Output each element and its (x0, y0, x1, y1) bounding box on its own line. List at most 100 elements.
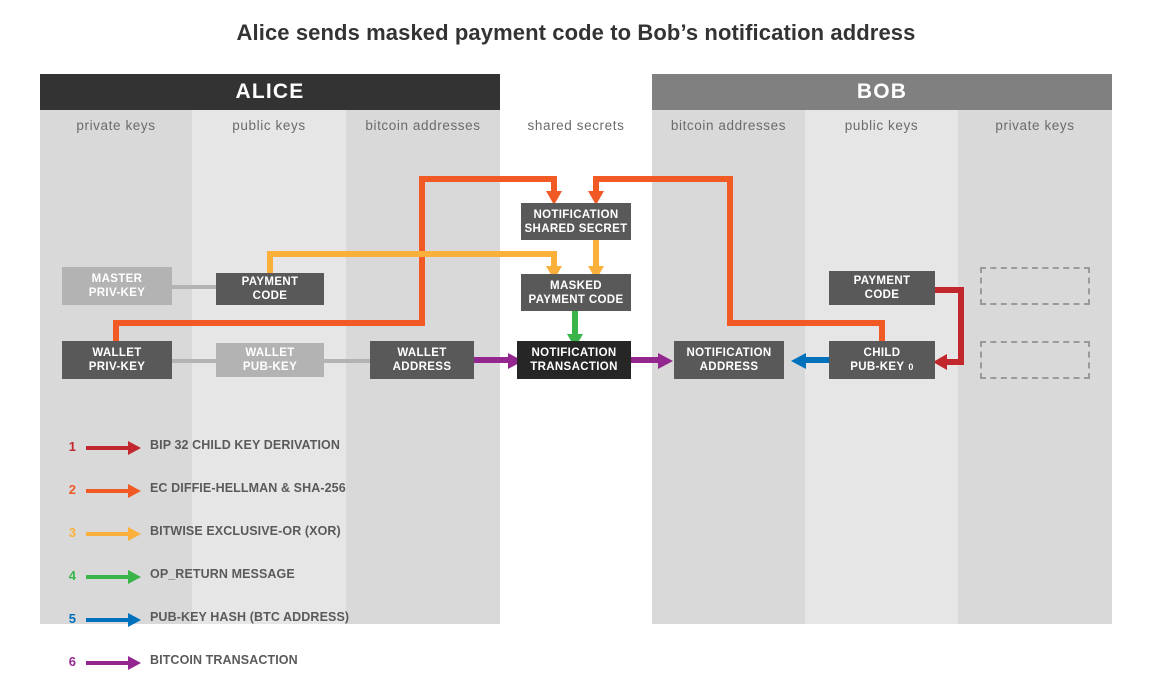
legend-line-icon (86, 618, 128, 622)
legend-line-icon (86, 575, 128, 579)
legend-arrowhead-icon (128, 484, 141, 498)
column-label-bob-private-keys: private keys (995, 118, 1075, 133)
green-seg-v (572, 310, 578, 337)
legend-label: OP_RETURN MESSAGE (150, 567, 295, 581)
node-bob-private-key-placeholder-top (980, 267, 1090, 305)
orange-left-seg-h (113, 320, 425, 326)
blue-seg-h (805, 357, 833, 363)
node-line2: CODE (252, 290, 288, 302)
node-line2: TRANSACTION (530, 361, 618, 373)
node-line2: CODE (864, 289, 900, 301)
node-notification-shared-secret[interactable]: NOTIFICATION SHARED SECRET (521, 203, 631, 240)
legend-arrowhead-icon (128, 527, 141, 541)
yellow-seg-v-stub (267, 251, 273, 274)
party-label-alice: ALICE (235, 80, 305, 103)
orange-right-seg-h-low (727, 320, 885, 326)
node-alice-payment-code[interactable]: PAYMENT CODE (216, 273, 324, 305)
node-subscript: 0 (908, 362, 914, 372)
party-header-bob: BOB (652, 74, 1112, 110)
legend-label: PUB-KEY HASH (BTC ADDRESS) (150, 610, 350, 624)
legend-line-icon (86, 532, 128, 536)
node-line1: PAYMENT (241, 276, 299, 288)
legend-number: 2 (68, 482, 76, 497)
red-seg-h-top (932, 287, 964, 293)
column-label-alice-public-keys: public keys (232, 118, 306, 133)
node-line1: WALLET (245, 347, 295, 359)
node-bob-payment-code[interactable]: PAYMENT CODE (829, 271, 935, 305)
red-seg-v (958, 287, 964, 362)
connector-wallet-pub-to-address (318, 359, 374, 363)
node-line1: NOTIFICATION (533, 208, 619, 221)
party-label-bob: BOB (856, 80, 908, 103)
purple-arrowhead-into-notification-address (658, 353, 673, 369)
connector-master-to-payment-code (170, 285, 218, 289)
node-alice-wallet-priv-key[interactable]: WALLET PRIV-KEY (62, 341, 172, 379)
purple-seg-h-tx-to-address (630, 357, 662, 363)
node-line1: MASKED (550, 279, 602, 292)
diagram-canvas: Alice sends masked payment code to Bob’s… (40, 20, 1112, 670)
node-alice-wallet-pub-key[interactable]: WALLET PUB-KEY (216, 343, 324, 377)
legend-number: 1 (68, 439, 76, 454)
orange-right-seg-v-stub (879, 320, 885, 345)
yellow-seg-v-down (551, 251, 557, 268)
node-line1: PAYMENT (853, 275, 911, 287)
legend-line-icon (86, 661, 128, 665)
column-label-alice-private-keys: private keys (76, 118, 156, 133)
legend-line-icon (86, 489, 128, 493)
node-line2: ADDRESS (392, 361, 452, 373)
yellow-seg-h (267, 251, 557, 257)
node-bob-notification-address[interactable]: NOTIFICATION ADDRESS (674, 341, 784, 379)
red-seg-h-bottom (947, 359, 964, 365)
column-label-shared-secrets: shared secrets (527, 118, 625, 133)
legend-label: BITCOIN TRANSACTION (150, 653, 298, 667)
page-title: Alice sends masked payment code to Bob’s… (236, 20, 916, 45)
legend-number: 5 (68, 611, 76, 626)
orange-left-seg-v-down (551, 176, 557, 193)
legend-arrowhead-icon (128, 570, 141, 584)
legend-arrowhead-icon (128, 656, 141, 670)
legend-label: BIP 32 CHILD KEY DERIVATION (150, 438, 341, 452)
node-line1: NOTIFICATION (531, 347, 617, 359)
red-arrowhead-into-child-pubkey (933, 354, 947, 370)
column-label-bob-bitcoin-addresses: bitcoin addresses (670, 118, 787, 133)
orange-left-seg-v-up (113, 320, 119, 345)
orange-right-seg-v-down (593, 176, 599, 193)
column-bg-bob-private-keys (958, 110, 1112, 624)
node-line2: PRIV-KEY (88, 287, 146, 299)
yellow-seg-v-from-shared-secret (593, 239, 599, 268)
connector-wallet-priv-to-pub (170, 359, 222, 363)
node-line1: MASTER (91, 273, 143, 285)
legend-line-icon (86, 446, 128, 450)
purple-seg-h-wallet-to-tx (471, 357, 513, 363)
node-alice-master-priv-key[interactable]: MASTER PRIV-KEY (62, 267, 172, 305)
legend-arrowhead-icon (128, 441, 141, 455)
party-header-alice: ALICE (40, 74, 500, 110)
column-label-bob-public-keys: public keys (844, 118, 919, 133)
node-bob-private-key-placeholder-bottom (980, 341, 1090, 379)
node-line1: CHILD (863, 347, 901, 359)
column-label-alice-bitcoin-addresses: bitcoin addresses (365, 118, 481, 133)
node-line2: PUB-KEY (850, 361, 905, 373)
legend-number: 6 (68, 654, 76, 669)
node-line1: NOTIFICATION (686, 347, 772, 359)
legend-number: 3 (68, 525, 76, 540)
node-line2: SHARED SECRET (524, 222, 628, 235)
legend-arrowhead-icon (128, 613, 141, 627)
orange-right-seg-h-top (593, 176, 733, 182)
legend-number: 4 (68, 568, 76, 583)
node-alice-wallet-address[interactable]: WALLET ADDRESS (370, 341, 474, 379)
node-line2: PRIV-KEY (88, 361, 146, 373)
legend-label: BITWISE EXCLUSIVE-OR (XOR) (150, 524, 341, 538)
node-line2: PAYMENT CODE (528, 293, 624, 306)
blue-arrowhead-into-notification-address (791, 353, 806, 369)
node-line2: ADDRESS (699, 361, 759, 373)
legend-label: EC DIFFIE-HELLMAN & SHA-256 (150, 481, 346, 495)
orange-arrowhead-right-into-shared-secret (588, 191, 604, 205)
node-notification-transaction[interactable]: NOTIFICATION TRANSACTION (517, 341, 631, 379)
node-line2: PUB-KEY (242, 361, 298, 373)
orange-left-seg-h-top (419, 176, 557, 182)
node-masked-payment-code[interactable]: MASKED PAYMENT CODE (521, 274, 631, 311)
orange-arrowhead-left-into-shared-secret (546, 191, 562, 205)
